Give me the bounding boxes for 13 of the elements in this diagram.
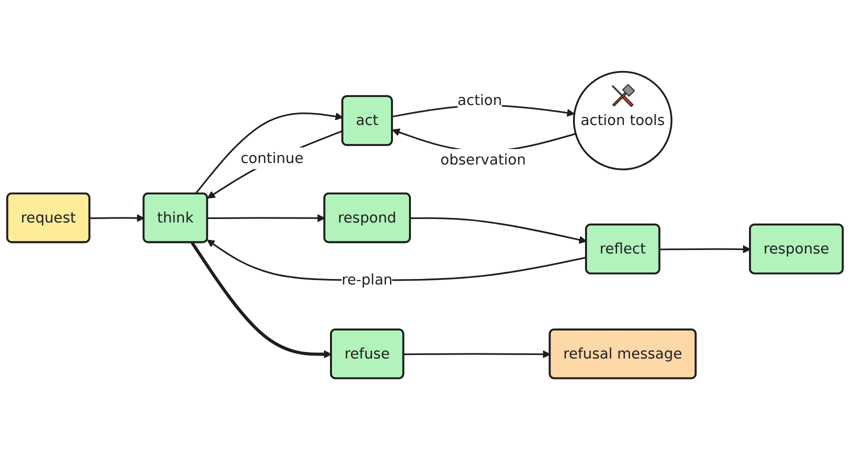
arrow bbox=[207, 130, 344, 199]
arrow bbox=[404, 350, 551, 358]
arrow bbox=[208, 214, 326, 222]
arrow bbox=[410, 217, 587, 244]
edge-label: observation bbox=[440, 150, 526, 168]
edge-label: action bbox=[458, 92, 502, 109]
arrow bbox=[90, 214, 144, 222]
arrow bbox=[190, 242, 332, 358]
edge-label: re-plan bbox=[342, 271, 393, 288]
edge-label: continue bbox=[240, 149, 304, 166]
arrow bbox=[194, 112, 344, 194]
arrow bbox=[660, 245, 751, 254]
node-circle: action tools bbox=[572, 70, 672, 170]
